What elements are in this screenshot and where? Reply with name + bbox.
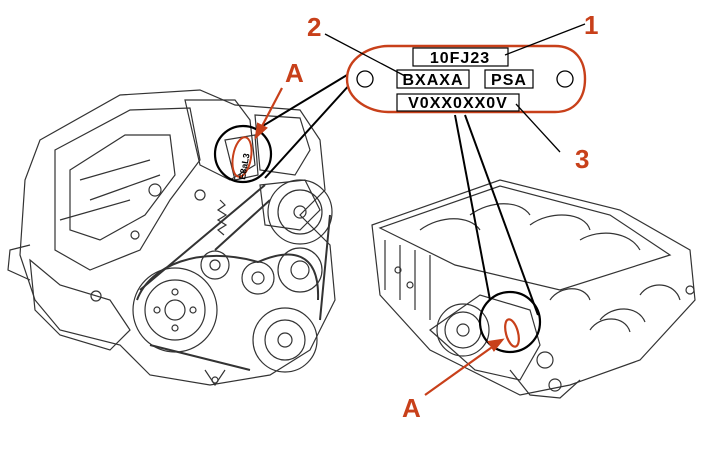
plate-mount-hole-left bbox=[356, 70, 374, 88]
identification-plate: 10FJ23 BXAXA PSA V0XX0XX0V bbox=[345, 44, 587, 114]
cylinder-block-view bbox=[371, 179, 696, 399]
callout-1: 1 bbox=[584, 10, 598, 40]
block-zoom-circle bbox=[478, 290, 542, 354]
callout-leaders bbox=[324, 23, 586, 153]
plate-line-2-right: PSA bbox=[491, 72, 527, 89]
callout-arrows bbox=[254, 87, 505, 396]
callout-2: 2 bbox=[307, 12, 321, 42]
engine-stamp: E8aL3 bbox=[231, 136, 253, 180]
plate-line-1: 10FJ23 bbox=[430, 50, 490, 67]
callout-a-bottom: A bbox=[402, 393, 421, 423]
leader-lines bbox=[255, 71, 539, 316]
engine-front-view bbox=[7, 89, 336, 387]
callout-a-top: A bbox=[285, 58, 304, 88]
plate-line-3: V0XX0XX0V bbox=[408, 95, 508, 112]
stamp-text: E8aL3 bbox=[237, 152, 251, 180]
block-stamp-mark bbox=[504, 318, 520, 348]
callout-3: 3 bbox=[575, 144, 589, 174]
stamp-zoom-circle bbox=[213, 124, 273, 184]
plate-line-2-left: BXAXA bbox=[402, 72, 463, 89]
plate-mount-hole-right bbox=[556, 70, 574, 88]
